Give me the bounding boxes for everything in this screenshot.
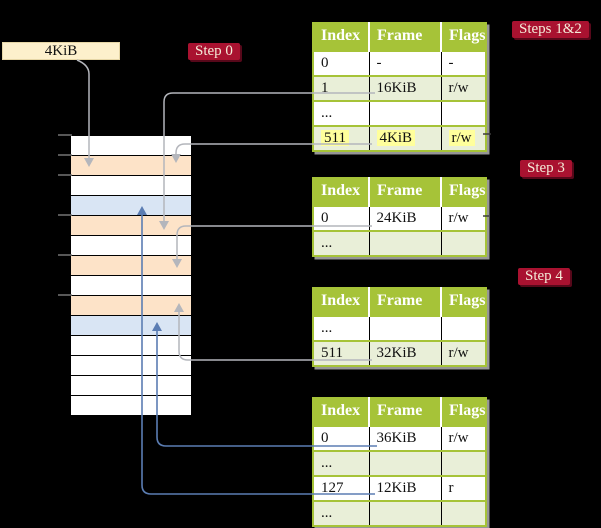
physical-memory-column (70, 135, 192, 416)
col-header-flags: Flags (439, 288, 487, 316)
page-table-step-3: Index Frame Flags 0 24KiB r/w ... (312, 177, 488, 257)
memory-row (71, 336, 191, 356)
table-row: 0 36KiB r/w (313, 425, 487, 451)
badge-step-3: Step 3 (520, 160, 572, 177)
table-row: ... (313, 450, 487, 476)
col-header-index: Index (313, 178, 369, 206)
cell-index: ... (321, 320, 333, 336)
memory-row (71, 236, 191, 256)
memory-row (71, 156, 191, 176)
cell-frame: 24KiB (376, 210, 417, 226)
memory-row (71, 216, 191, 236)
table-row: 1 16KiB r/w (313, 75, 487, 101)
cell-index: ... (321, 235, 333, 251)
table-row: ... (313, 500, 487, 526)
cell-frame: 4KiB (376, 130, 416, 146)
badge-steps-1-2: Steps 1&2 (512, 21, 589, 38)
memory-row (71, 196, 191, 216)
cell-frame: 32KiB (376, 345, 417, 361)
table-header-row: Index Frame Flags (313, 288, 487, 316)
cell-index: 0 (321, 210, 329, 226)
cell-index: ... (321, 505, 333, 521)
cell-flags: r/w (448, 130, 475, 146)
cell-flags: r/w (448, 430, 469, 446)
memory-row (71, 316, 191, 336)
memory-row (71, 176, 191, 196)
cell-frame: 12KiB (376, 480, 417, 496)
cell-frame: - (376, 55, 382, 71)
cell-index: 511 (321, 345, 343, 361)
table-row: ... (313, 315, 487, 341)
badge-step-0: Step 0 (188, 43, 240, 60)
col-header-index: Index (313, 288, 369, 316)
table-header-row: Index Frame Flags (313, 178, 487, 206)
page-table-step-4-upper: Index Frame Flags ... 511 32KiB r/w (312, 287, 488, 367)
cell-flags: - (448, 55, 454, 71)
col-header-frame: Frame (368, 288, 441, 316)
cell-index: 0 (321, 55, 329, 71)
cell-index: 0 (321, 430, 329, 446)
memory-row (71, 276, 191, 296)
col-header-flags: Flags (439, 178, 487, 206)
table-row: 511 32KiB r/w (313, 340, 487, 366)
table-row: ... (313, 100, 487, 126)
table-header-row: Index Frame Flags (313, 398, 487, 426)
page-table-step-4-lower: Index Frame Flags 0 36KiB r/w ... 127 12… (312, 397, 488, 527)
page-size-label: 4KiB (2, 42, 120, 60)
table-row: 0 - - (313, 50, 487, 76)
cell-index: 511 (321, 130, 349, 146)
cell-index: ... (321, 105, 333, 121)
badge-step-4: Step 4 (518, 268, 570, 285)
cell-flags: r/w (448, 345, 469, 361)
cell-flags: r (448, 480, 454, 496)
memory-row (71, 376, 191, 396)
col-header-frame: Frame (368, 23, 441, 51)
col-header-index: Index (313, 398, 369, 426)
table-row: 127 12KiB r (313, 475, 487, 501)
cell-flags: r/w (448, 210, 469, 226)
cell-frame: 16KiB (376, 80, 417, 96)
memory-row (71, 296, 191, 316)
cell-frame: 36KiB (376, 430, 417, 446)
col-header-index: Index (313, 23, 369, 51)
page-table-steps-1-2: Index Frame Flags 0 - - 1 16KiB r/w ... (312, 22, 488, 152)
memory-row (71, 256, 191, 276)
memory-row (71, 356, 191, 376)
cell-index: 1 (321, 80, 329, 96)
col-header-frame: Frame (368, 178, 441, 206)
table-row: 0 24KiB r/w (313, 205, 487, 231)
table-row: ... (313, 230, 487, 256)
table-header-row: Index Frame Flags (313, 23, 487, 51)
cell-index: ... (321, 455, 333, 471)
memory-row (71, 136, 191, 156)
cell-index: 127 (321, 480, 344, 496)
col-header-frame: Frame (368, 398, 441, 426)
col-header-flags: Flags (439, 23, 487, 51)
memory-row (71, 396, 191, 416)
table-row-highlighted: 511 4KiB r/w (313, 125, 487, 151)
cell-flags: r/w (448, 80, 469, 96)
col-header-flags: Flags (439, 398, 487, 426)
